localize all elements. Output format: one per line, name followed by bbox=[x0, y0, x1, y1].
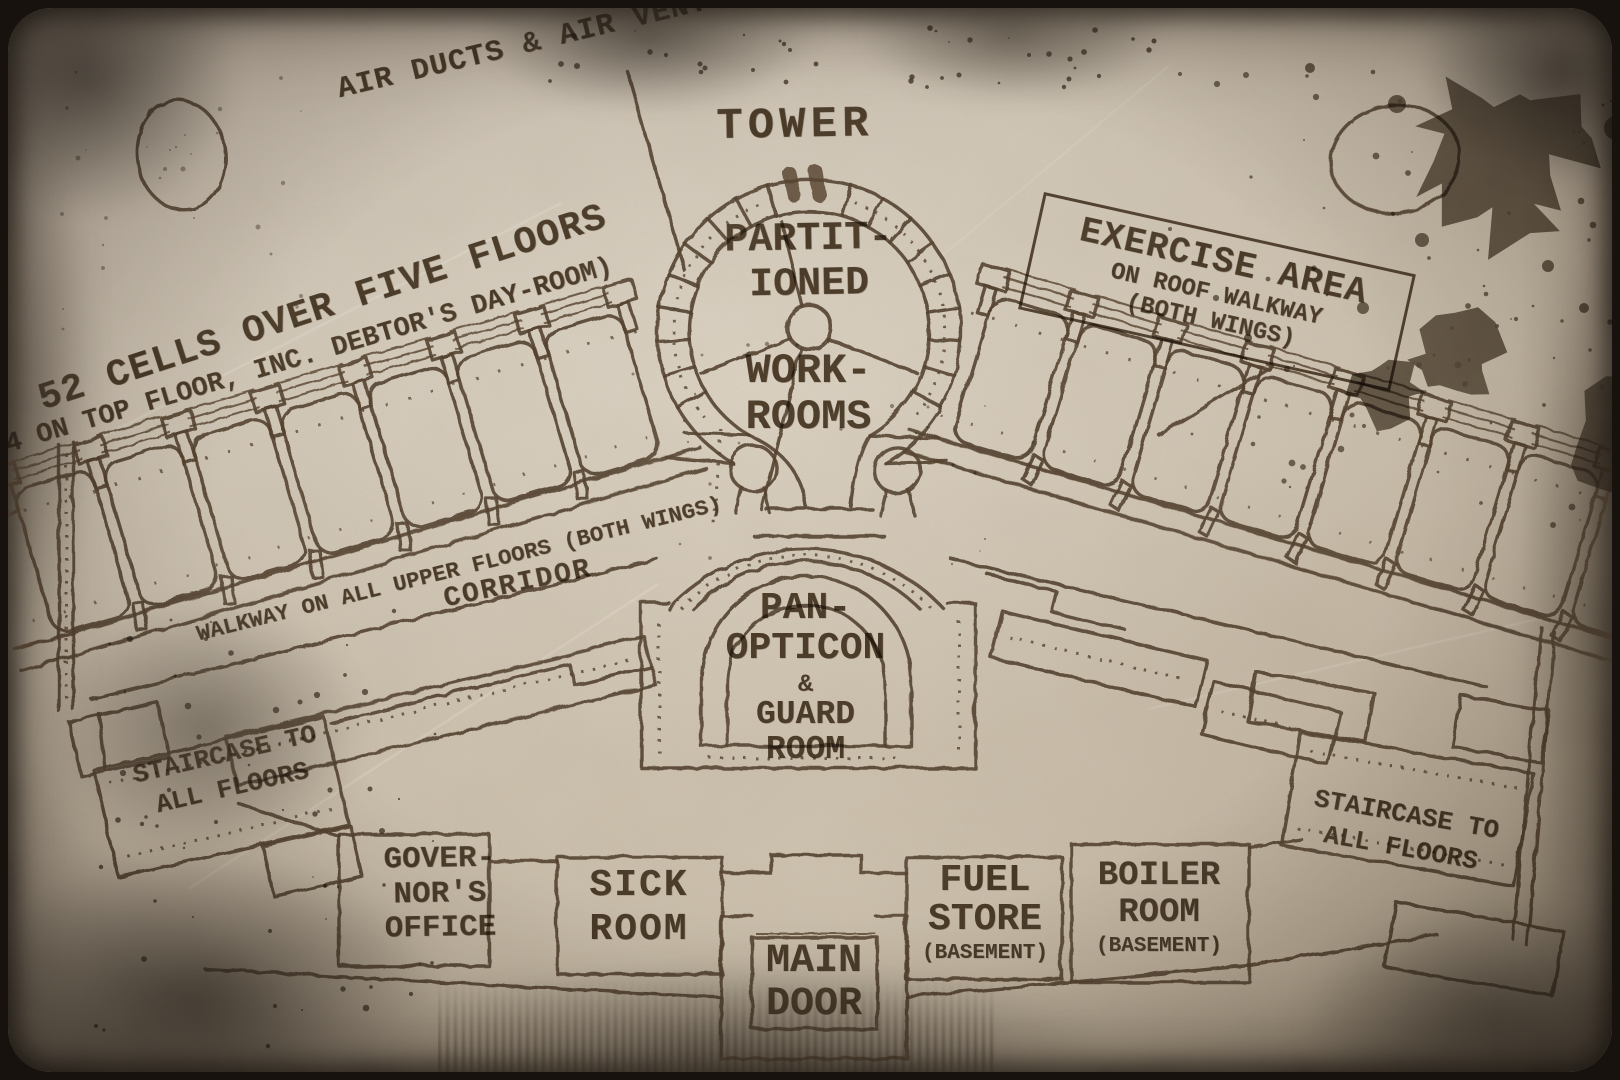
grunge-streaks bbox=[438, 980, 998, 1072]
speckles bbox=[94, 608, 437, 1049]
speckles bbox=[548, 25, 1157, 90]
speckles bbox=[60, 70, 304, 331]
speckles bbox=[631, 341, 987, 566]
ink-splatters bbox=[1244, 63, 1612, 493]
ink-blots-layer bbox=[60, 25, 1612, 1049]
aged-paper: AIR DUCTS & AIR VENTS TOWER PARTIT- IONE… bbox=[8, 8, 1612, 1072]
